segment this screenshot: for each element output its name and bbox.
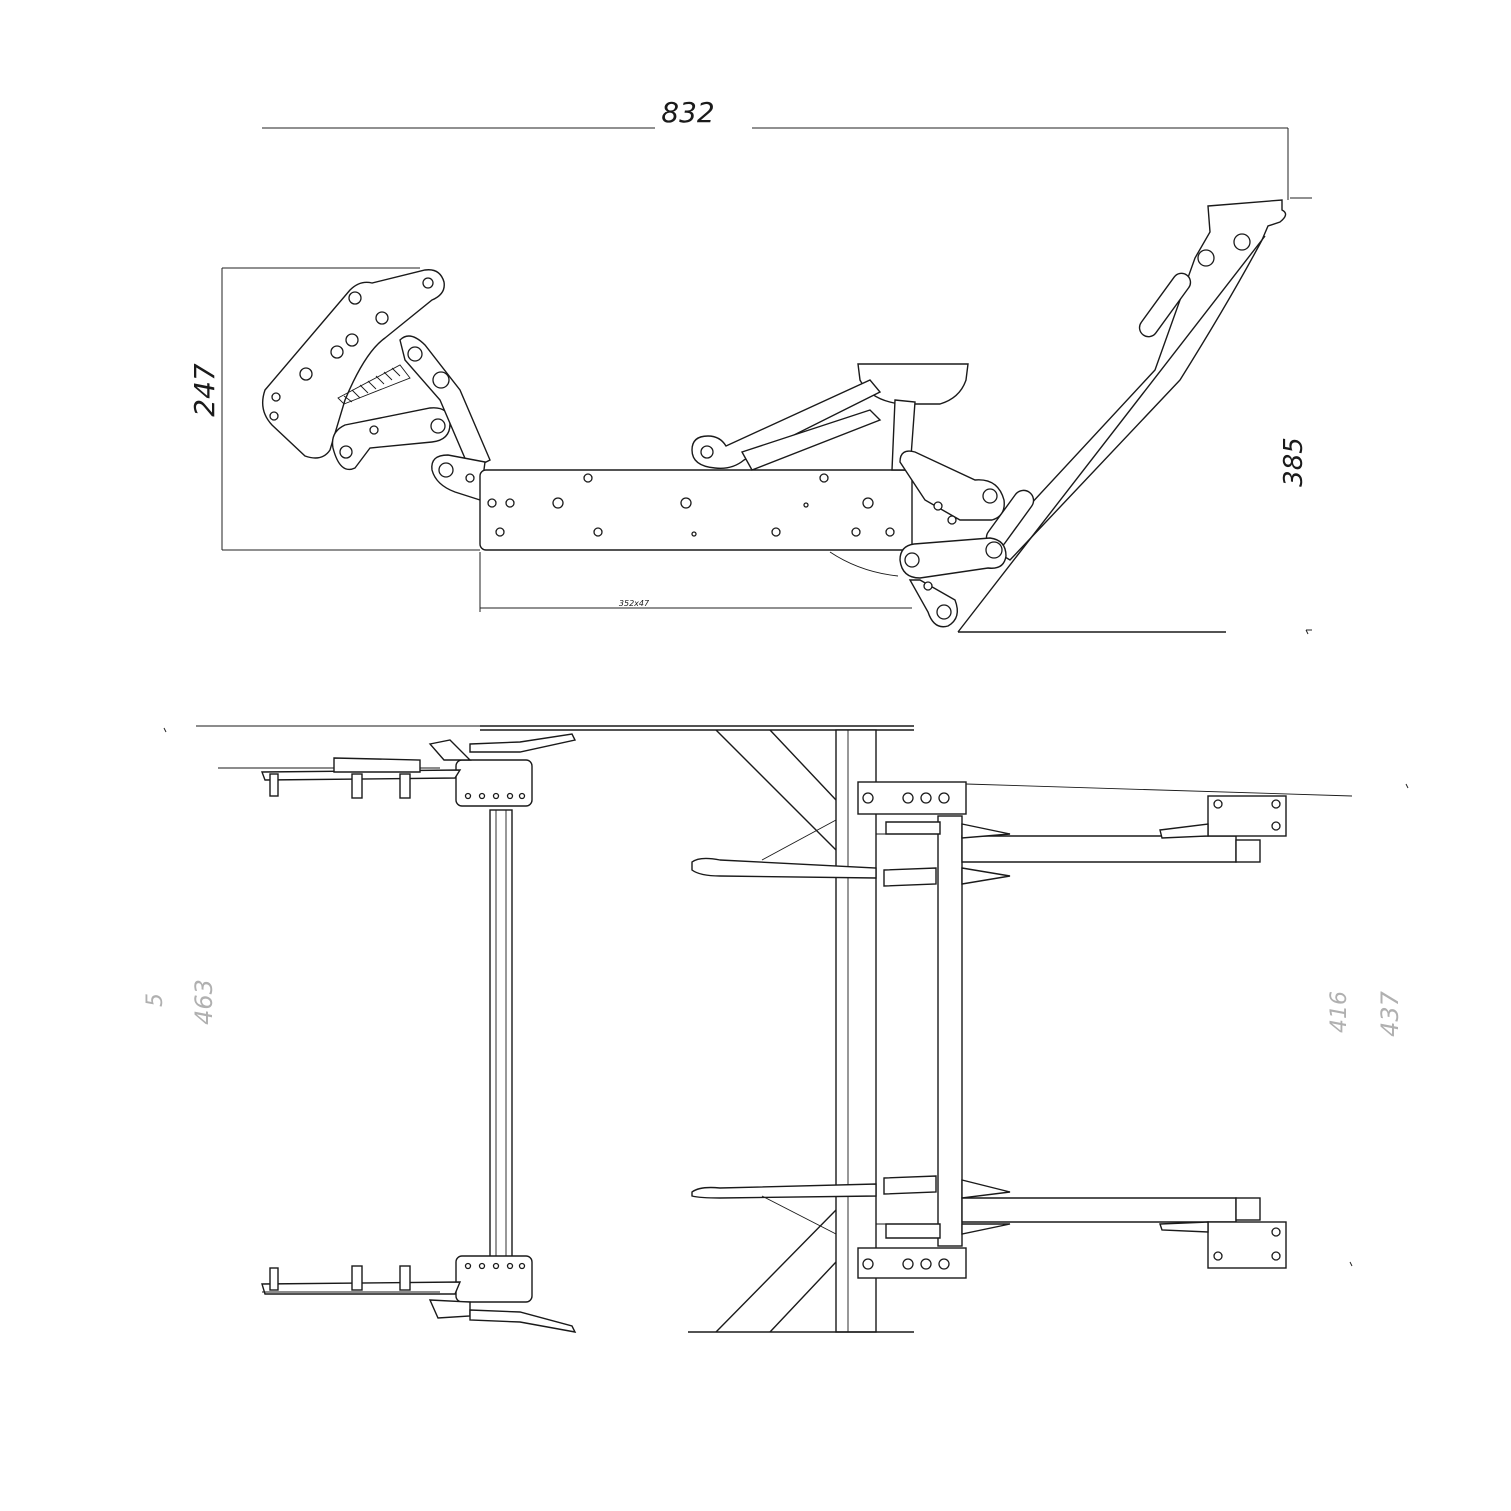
dimension-label-247: 247 (188, 363, 221, 417)
side-view: 832 247 385 352x47 (188, 96, 1312, 633)
left-tube (489, 809, 513, 1261)
footrest-links (691, 363, 1005, 525)
left-bracket-bottom (261, 1255, 577, 1333)
dimension-base-length: 352x47 (479, 552, 912, 612)
dimension-label-left-faint: 5 (143, 993, 168, 1007)
dimension-overall-width: 832 (262, 96, 1289, 200)
dimension-right-height: 385 (1279, 197, 1312, 631)
base-plate (479, 469, 913, 551)
center-frame (688, 729, 963, 1333)
dimension-side-height: 247 (188, 267, 480, 551)
top-view: 5 463 416 437 (143, 629, 1409, 1333)
seat-bracket (262, 269, 491, 501)
dimension-label-832: 832 (661, 96, 714, 129)
dimension-label-437: 437 (1376, 990, 1404, 1037)
rear-arm (829, 199, 1287, 633)
right-arm-bottom (691, 1175, 1287, 1269)
hinge-plate-bottom (857, 1247, 967, 1279)
left-bracket-top (260, 733, 577, 807)
dimension-label-385: 385 (1279, 437, 1309, 487)
right-arm-top (691, 783, 1353, 887)
dimension-label-416: 416 (1327, 991, 1352, 1033)
dimension-label-463: 463 (190, 979, 218, 1025)
hinge-plate-top (857, 781, 967, 815)
dimension-label-base: 352x47 (619, 599, 650, 608)
